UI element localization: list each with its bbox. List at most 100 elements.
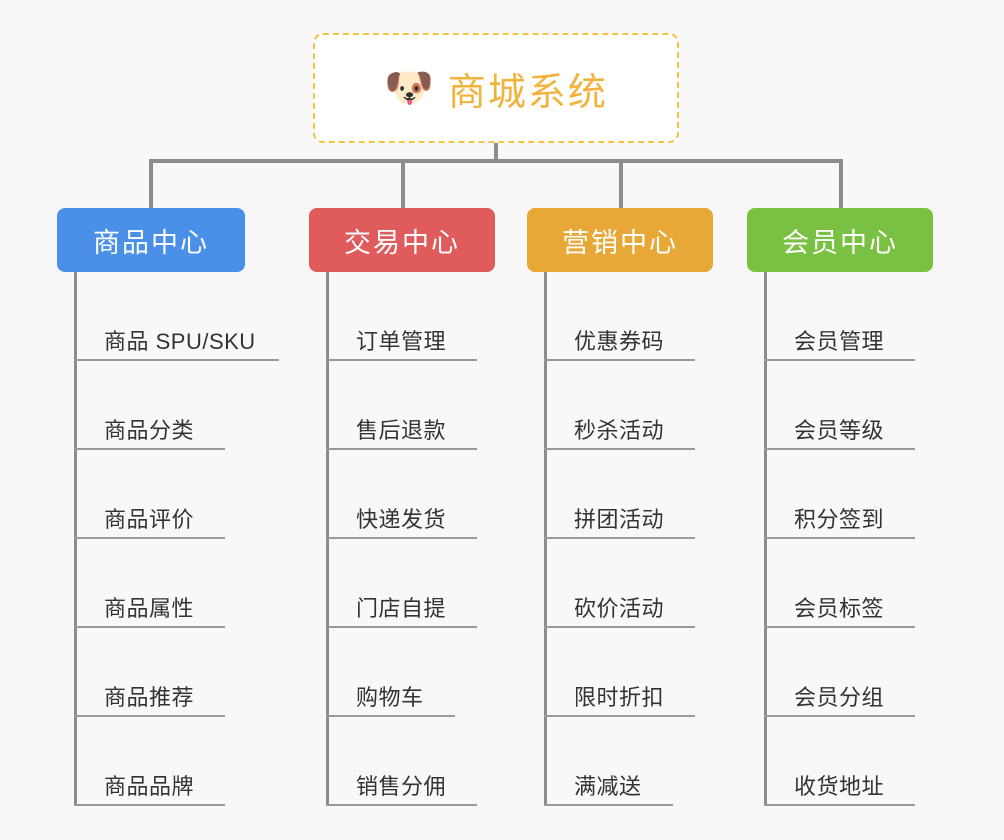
leaf-trunk-line bbox=[764, 272, 767, 806]
list-item[interactable]: 售后退款 bbox=[326, 361, 519, 450]
leaf-list-trade-center: 订单管理 售后退款 快递发货 门店自提 购物车 销售分佣 bbox=[326, 272, 519, 806]
list-item[interactable]: 会员管理 bbox=[764, 272, 947, 361]
list-item-label: 收货地址 bbox=[794, 774, 885, 799]
list-item-underline bbox=[544, 359, 695, 361]
category-header-product-center[interactable]: 商品中心 bbox=[57, 208, 245, 272]
list-item-underline bbox=[74, 804, 225, 806]
list-item-label: 商品品牌 bbox=[104, 774, 195, 799]
list-item[interactable]: 会员分组 bbox=[764, 628, 947, 717]
category-header-label: 会员中心 bbox=[782, 227, 898, 258]
leaf-trunk-line bbox=[544, 272, 547, 806]
list-item-label: 砍价活动 bbox=[574, 596, 665, 621]
list-item-label: 会员标签 bbox=[794, 596, 885, 621]
category-header-label: 营销中心 bbox=[562, 227, 678, 258]
list-item[interactable]: 拼团活动 bbox=[544, 450, 727, 539]
list-item-underline bbox=[544, 626, 695, 628]
branch-product-center: 商品中心 商品 SPU/SKU 商品分类 商品评价 商品属性 商品推荐 bbox=[57, 208, 289, 806]
list-item-label: 订单管理 bbox=[356, 329, 447, 354]
list-item-underline bbox=[764, 626, 915, 628]
connector-root-stub bbox=[494, 143, 498, 162]
list-item[interactable]: 会员标签 bbox=[764, 539, 947, 628]
branch-marketing-center: 营销中心 优惠券码 秒杀活动 拼团活动 砍价活动 限时折扣 bbox=[527, 208, 727, 806]
list-item[interactable]: 满减送 bbox=[544, 717, 727, 806]
list-item-underline bbox=[764, 537, 915, 539]
list-item-label: 销售分佣 bbox=[356, 774, 447, 799]
shiba-dog-face-icon: 🐶 bbox=[384, 66, 434, 110]
branch-member-center: 会员中心 会员管理 会员等级 积分签到 会员标签 会员分组 bbox=[747, 208, 947, 806]
list-item[interactable]: 销售分佣 bbox=[326, 717, 519, 806]
list-item-underline bbox=[544, 804, 673, 806]
list-item-label: 商品推荐 bbox=[104, 685, 195, 710]
list-item-label: 商品属性 bbox=[104, 596, 195, 621]
list-item-label: 商品评价 bbox=[104, 507, 195, 532]
connector-drop-product-center bbox=[149, 159, 153, 210]
list-item-label: 秒杀活动 bbox=[574, 418, 665, 443]
list-item-label: 门店自提 bbox=[356, 596, 447, 621]
category-header-marketing-center[interactable]: 营销中心 bbox=[527, 208, 713, 272]
list-item-label: 快递发货 bbox=[356, 507, 447, 532]
list-item-label: 售后退款 bbox=[356, 418, 447, 443]
list-item-underline bbox=[544, 448, 695, 450]
list-item-label: 会员等级 bbox=[794, 418, 885, 443]
list-item[interactable]: 购物车 bbox=[326, 628, 519, 717]
list-item-underline bbox=[326, 359, 477, 361]
list-item[interactable]: 商品品牌 bbox=[74, 717, 289, 806]
list-item[interactable]: 订单管理 bbox=[326, 272, 519, 361]
list-item[interactable]: 会员等级 bbox=[764, 361, 947, 450]
list-item[interactable]: 商品分类 bbox=[74, 361, 289, 450]
list-item[interactable]: 砍价活动 bbox=[544, 539, 727, 628]
list-item-label: 限时折扣 bbox=[574, 685, 665, 710]
list-item-underline bbox=[74, 448, 225, 450]
list-item-underline bbox=[74, 626, 225, 628]
list-item[interactable]: 限时折扣 bbox=[544, 628, 727, 717]
list-item[interactable]: 优惠券码 bbox=[544, 272, 727, 361]
list-item-label: 商品分类 bbox=[104, 418, 195, 443]
category-header-label: 商品中心 bbox=[93, 227, 209, 258]
connector-drop-member-center bbox=[839, 159, 843, 210]
list-item-label: 购物车 bbox=[356, 685, 424, 710]
leaf-trunk-line bbox=[326, 272, 329, 806]
list-item-underline bbox=[544, 537, 695, 539]
list-item[interactable]: 商品评价 bbox=[74, 450, 289, 539]
list-item-underline bbox=[74, 537, 225, 539]
list-item-label: 拼团活动 bbox=[574, 507, 665, 532]
leaf-list-marketing-center: 优惠券码 秒杀活动 拼团活动 砍价活动 限时折扣 满减送 bbox=[544, 272, 727, 806]
list-item-label: 满减送 bbox=[574, 774, 642, 799]
connector-drop-marketing-center bbox=[619, 159, 623, 210]
list-item-underline bbox=[764, 715, 915, 717]
list-item[interactable]: 商品属性 bbox=[74, 539, 289, 628]
list-item-underline bbox=[326, 448, 477, 450]
list-item[interactable]: 商品推荐 bbox=[74, 628, 289, 717]
branch-trade-center: 交易中心 订单管理 售后退款 快递发货 门店自提 购物车 bbox=[309, 208, 519, 806]
category-header-member-center[interactable]: 会员中心 bbox=[747, 208, 933, 272]
connector-drop-trade-center bbox=[401, 159, 405, 210]
list-item[interactable]: 快递发货 bbox=[326, 450, 519, 539]
list-item[interactable]: 秒杀活动 bbox=[544, 361, 727, 450]
list-item[interactable]: 门店自提 bbox=[326, 539, 519, 628]
list-item-label: 积分签到 bbox=[794, 507, 885, 532]
list-item-label: 商品 SPU/SKU bbox=[104, 329, 256, 354]
list-item-underline bbox=[74, 715, 225, 717]
list-item-underline bbox=[764, 804, 915, 806]
root-title: 商城系统 bbox=[447, 71, 608, 114]
list-item-label: 会员管理 bbox=[794, 329, 885, 354]
list-item-underline bbox=[326, 804, 477, 806]
list-item[interactable]: 商品 SPU/SKU bbox=[74, 272, 289, 361]
list-item-underline bbox=[326, 537, 477, 539]
list-item-label: 优惠券码 bbox=[574, 329, 665, 354]
root-node[interactable]: 🐶 商城系统 bbox=[313, 33, 679, 143]
list-item-label: 会员分组 bbox=[794, 685, 885, 710]
connector-horizontal-bus bbox=[149, 159, 843, 163]
category-header-label: 交易中心 bbox=[344, 227, 460, 258]
leaf-list-product-center: 商品 SPU/SKU 商品分类 商品评价 商品属性 商品推荐 商品品牌 bbox=[74, 272, 289, 806]
list-item-underline bbox=[74, 359, 279, 361]
leaf-list-member-center: 会员管理 会员等级 积分签到 会员标签 会员分组 收货地址 bbox=[764, 272, 947, 806]
list-item-underline bbox=[326, 715, 455, 717]
list-item-underline bbox=[764, 448, 915, 450]
list-item-underline bbox=[544, 715, 695, 717]
list-item-underline bbox=[326, 626, 477, 628]
list-item[interactable]: 收货地址 bbox=[764, 717, 947, 806]
list-item[interactable]: 积分签到 bbox=[764, 450, 947, 539]
category-header-trade-center[interactable]: 交易中心 bbox=[309, 208, 495, 272]
